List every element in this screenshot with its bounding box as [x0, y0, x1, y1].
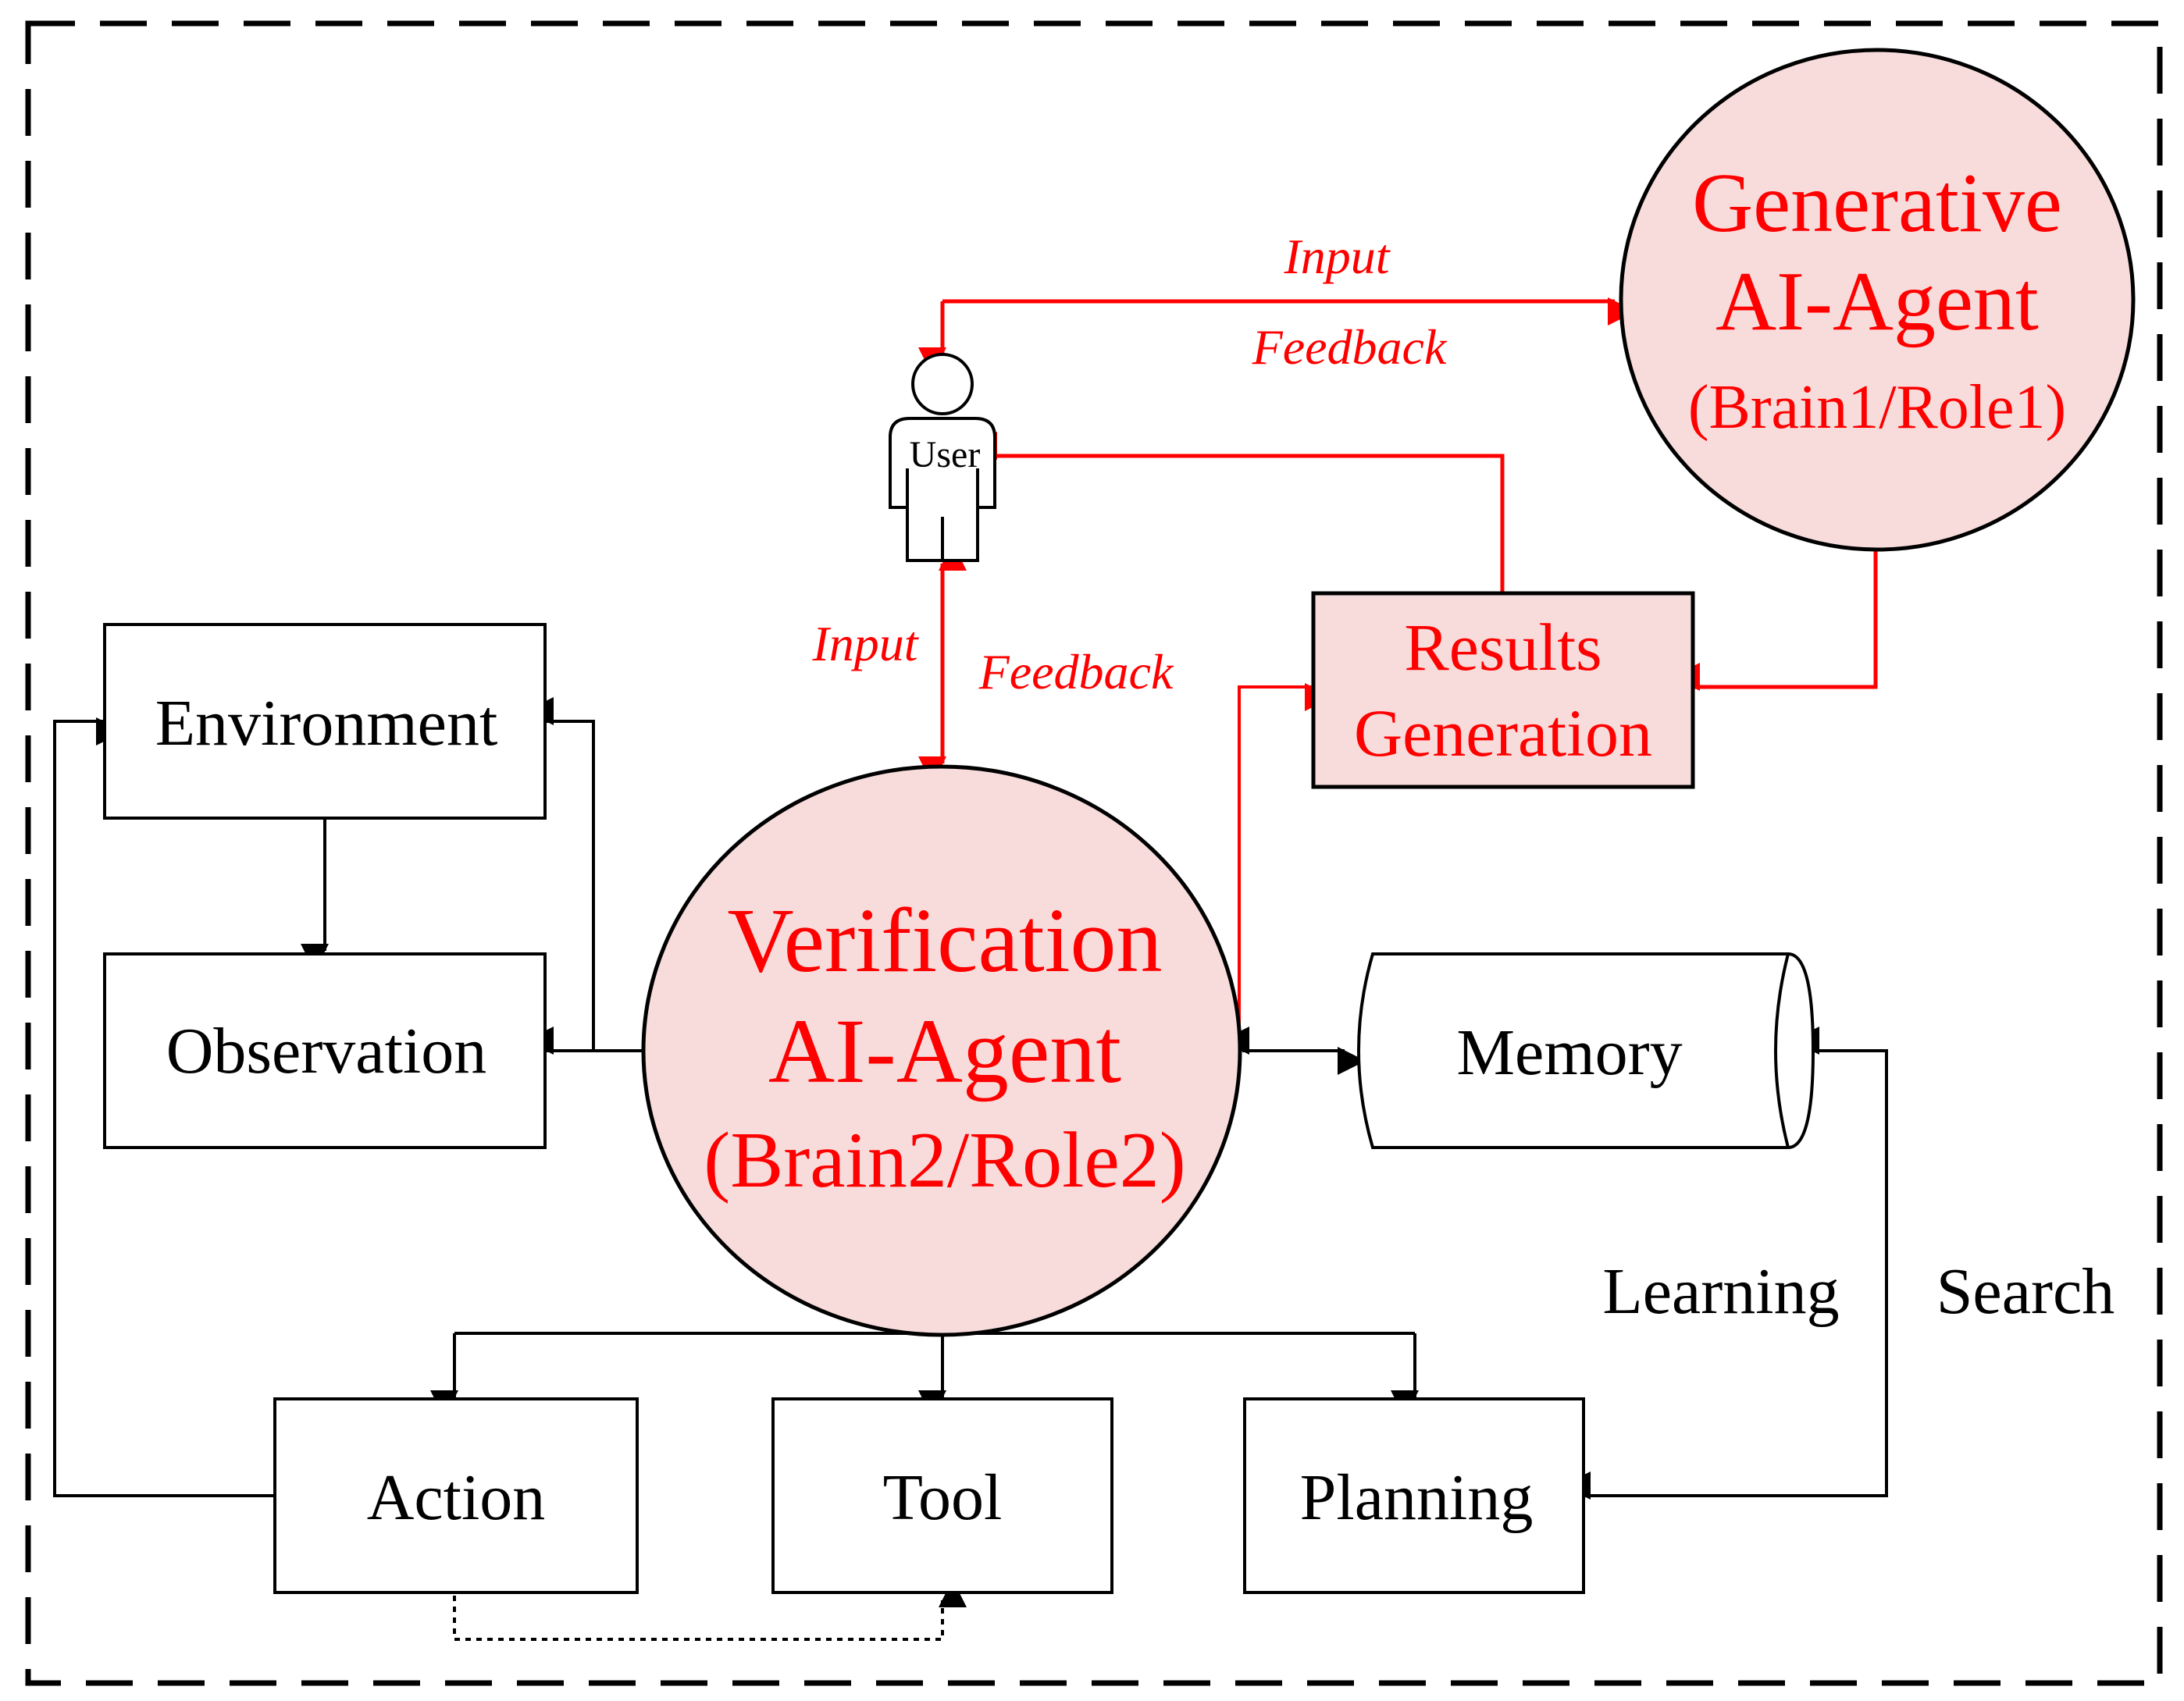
memory-node: Memory [1357, 952, 1815, 1149]
environment-label: Environment [155, 687, 498, 760]
results-generation-line2: Generation [1354, 696, 1652, 770]
environment-node: Environment [103, 623, 547, 820]
search-label: Search [1936, 1255, 2115, 1328]
verification-to-environment-connector [526, 697, 595, 1051]
mid-feedback-label: Feedback [978, 644, 1174, 699]
top-input-label: Input [1283, 229, 1391, 284]
mid-input-label: Input [811, 616, 919, 671]
verification-agent-line3: (Brain2/Role2) [704, 1116, 1186, 1205]
verification-agent-line2: AI-Agent [768, 1000, 1121, 1102]
tool-node: Tool [771, 1397, 1113, 1594]
verification-agent-node: Verification AI-Agent (Brain2/Role2) [641, 764, 1242, 1337]
tool-label: Tool [883, 1461, 1003, 1534]
memory-label: Memory [1456, 1016, 1682, 1089]
generative-agent-line1: Generative [1692, 157, 2062, 250]
person-icon: User [889, 353, 996, 562]
outer-dashed-frame [25, 20, 2163, 1686]
memory-planning-connector [1562, 1027, 1888, 1500]
results-generation-line1: Results [1404, 610, 1601, 685]
results-generation-node: Results Generation [1311, 591, 1695, 789]
planning-label: Planning [1300, 1461, 1534, 1534]
generative-agent-node: Generative AI-Agent (Brain1/Role1) [1619, 48, 2136, 552]
generative-agent-line2: AI-Agent [1715, 255, 2039, 348]
action-label: Action [367, 1461, 546, 1534]
action-to-tool-dotted-connector [453, 1579, 967, 1641]
results-to-user-connector [969, 432, 1505, 592]
user-label: User [910, 434, 981, 475]
observation-label: Observation [166, 1015, 487, 1087]
observation-node: Observation [103, 952, 547, 1149]
action-to-environment-connector [53, 717, 275, 1497]
learning-label: Learning [1602, 1255, 1839, 1328]
planning-node: Planning [1243, 1397, 1585, 1594]
top-feedback-label: Feedback [1252, 319, 1448, 375]
verification-to-results-connector [1238, 683, 1333, 1043]
generative-to-results-connector [1672, 546, 1878, 691]
verification-agent-line1: Verification [728, 889, 1163, 991]
generative-agent-line3: (Brain1/Role1) [1688, 373, 2066, 442]
action-node: Action [273, 1397, 639, 1594]
